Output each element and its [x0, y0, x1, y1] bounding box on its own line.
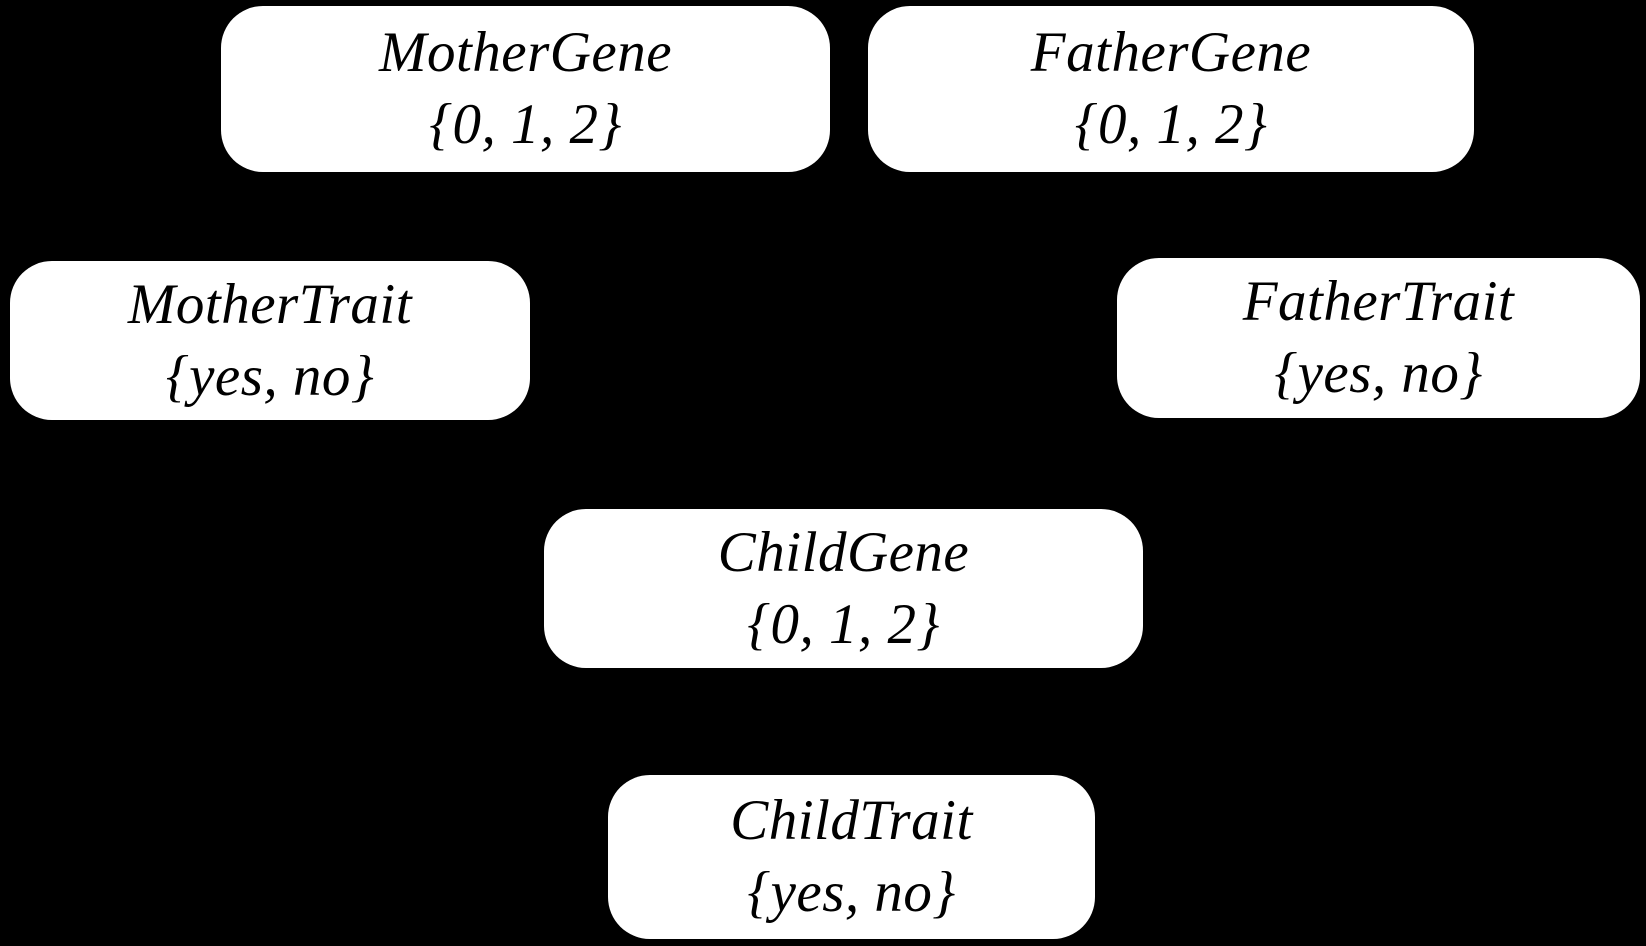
- node-child-gene: ChildGene {0, 1, 2}: [544, 509, 1143, 668]
- node-label: FatherTrait: [1242, 270, 1515, 334]
- node-domain-values: {yes, no}: [747, 861, 956, 924]
- node-child-trait: ChildTrait {yes, no}: [608, 775, 1095, 939]
- node-label: MotherTrait: [127, 272, 413, 336]
- node-mother-gene: MotherGene {0, 1, 2}: [221, 6, 830, 172]
- node-domain-values: {0, 1, 2}: [429, 93, 622, 156]
- node-mother-trait: MotherTrait {yes, no}: [10, 261, 530, 420]
- node-father-gene: FatherGene {0, 1, 2}: [868, 6, 1474, 172]
- node-domain-values: {0, 1, 2}: [1074, 93, 1268, 156]
- node-domain-values: {0, 1, 2}: [747, 592, 940, 656]
- node-label: ChildGene: [717, 520, 970, 584]
- node-label: FatherGene: [1030, 21, 1312, 85]
- node-domain-values: {yes, no}: [1274, 342, 1483, 405]
- node-label: MotherGene: [378, 21, 673, 85]
- node-father-trait: FatherTrait {yes, no}: [1117, 258, 1640, 418]
- node-domain-values: {yes, no}: [165, 344, 375, 408]
- node-label: ChildTrait: [730, 789, 973, 853]
